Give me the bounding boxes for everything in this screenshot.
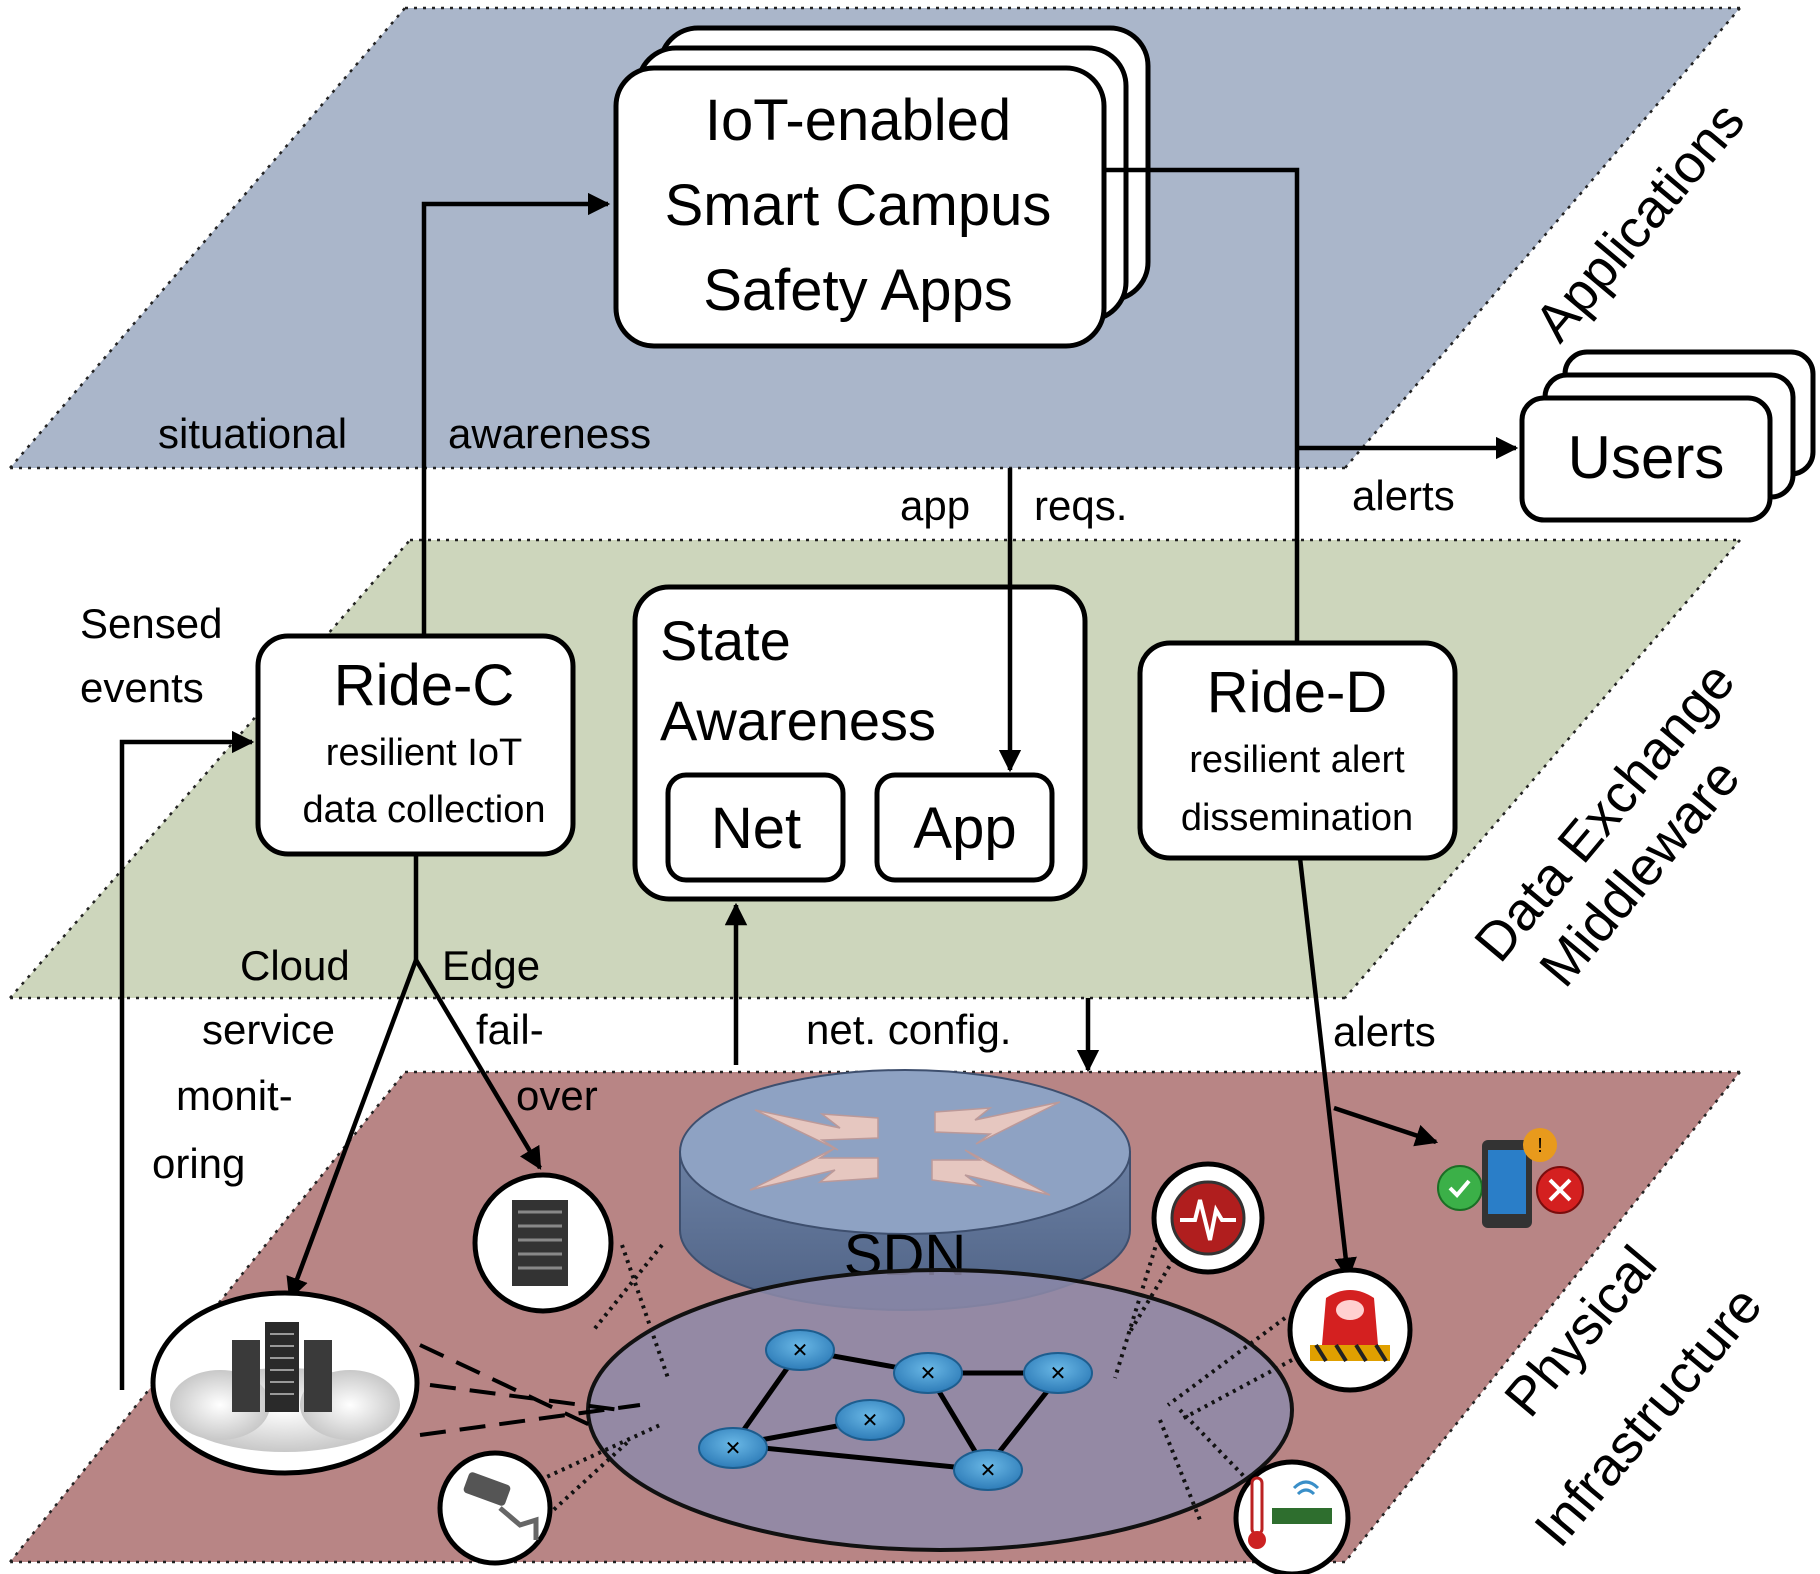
sdn-controller-icon: SDN	[679, 1069, 1131, 1311]
label-fail: fail-	[476, 1006, 544, 1053]
camera-icon	[437, 1450, 553, 1566]
svg-text:✕: ✕	[725, 1438, 742, 1460]
ride-c-box: Ride-C resilient IoT data collection	[255, 633, 576, 857]
svg-text:IoT-enabled: IoT-enabled	[705, 88, 1011, 153]
edge-failover-arrow	[414, 958, 542, 1170]
svg-text:✕: ✕	[980, 1460, 997, 1482]
label-reqs: reqs.	[1034, 482, 1127, 529]
svg-text:data collection: data collection	[303, 789, 546, 831]
svg-text:✕: ✕	[1050, 1363, 1067, 1385]
router-icon: ✕	[953, 1449, 1023, 1491]
svg-text:Ride-C: Ride-C	[334, 653, 515, 718]
svg-text:✕: ✕	[920, 1363, 937, 1385]
ride-d-alerts-arrow	[1297, 857, 1357, 1281]
ride-d-box: Ride-D resilient alert dissemination	[1137, 640, 1458, 861]
smart-campus-apps-box: IoT-enabled Smart Campus Safety Apps	[613, 25, 1151, 349]
router-icon: ✕	[1023, 1352, 1093, 1394]
svg-text:Net: Net	[711, 796, 801, 861]
label-alerts-bottom: alerts	[1333, 1008, 1436, 1055]
label-app: app	[900, 482, 970, 529]
label-oring: oring	[152, 1140, 245, 1187]
label-alerts-top: alerts	[1352, 472, 1455, 519]
alarm-siren-icon	[1287, 1267, 1413, 1393]
situational-awareness-arrow	[421, 192, 611, 636]
label-over: over	[516, 1072, 598, 1119]
svg-text:App: App	[913, 796, 1016, 861]
label-events: events	[80, 664, 204, 711]
svg-text:Users: Users	[1568, 424, 1725, 491]
edge-server-icon	[472, 1172, 614, 1314]
users-box: Users	[1519, 349, 1816, 523]
svg-text:!: !	[1537, 1135, 1543, 1157]
state-awareness-box: State Awareness Net App	[632, 584, 1088, 902]
network-monitor-icon	[1151, 1161, 1265, 1275]
network-topology: ✕ ✕ ✕ ✕ ✕ ✕	[586, 1268, 1294, 1552]
svg-text:✕: ✕	[862, 1410, 879, 1432]
app-box	[874, 772, 1055, 883]
cloud-servers-icon	[150, 1290, 420, 1476]
svg-text:Safety Apps: Safety Apps	[703, 258, 1013, 323]
alerts-to-phone-arrow	[1333, 1105, 1439, 1147]
label-situational: situational	[158, 410, 347, 457]
label-edge: Edge	[442, 942, 540, 989]
label-sensed: Sensed	[80, 600, 222, 647]
label-awareness: awareness	[448, 410, 651, 457]
label-service: service	[202, 1006, 335, 1053]
svg-text:Ride-D: Ride-D	[1207, 660, 1388, 725]
phone-alert-icon: !	[1437, 1128, 1584, 1228]
svg-text:✕: ✕	[792, 1340, 809, 1362]
router-icon: ✕	[893, 1352, 963, 1394]
svg-text:Smart Campus: Smart Campus	[665, 173, 1052, 238]
svg-text:State: State	[660, 609, 791, 672]
label-net-config: net. config.	[806, 1006, 1011, 1053]
svg-text:dissemination: dissemination	[1181, 797, 1413, 839]
svg-text:Awareness: Awareness	[660, 689, 936, 752]
svg-text:resilient alert: resilient alert	[1189, 739, 1405, 781]
label-cloud: Cloud	[240, 942, 350, 989]
sensor-thermometer-icon	[1233, 1459, 1351, 1574]
router-icon: ✕	[835, 1399, 905, 1441]
apps-to-ride-d-line	[1104, 167, 1300, 643]
svg-text:resilient IoT: resilient IoT	[326, 732, 522, 774]
sensed-events-arrow	[119, 730, 255, 1390]
net-box	[665, 772, 846, 883]
router-icon: ✕	[765, 1329, 835, 1371]
cloud-monitoring-arrow	[286, 959, 419, 1301]
router-icon: ✕	[698, 1427, 768, 1469]
label-monit: monit-	[176, 1072, 293, 1119]
